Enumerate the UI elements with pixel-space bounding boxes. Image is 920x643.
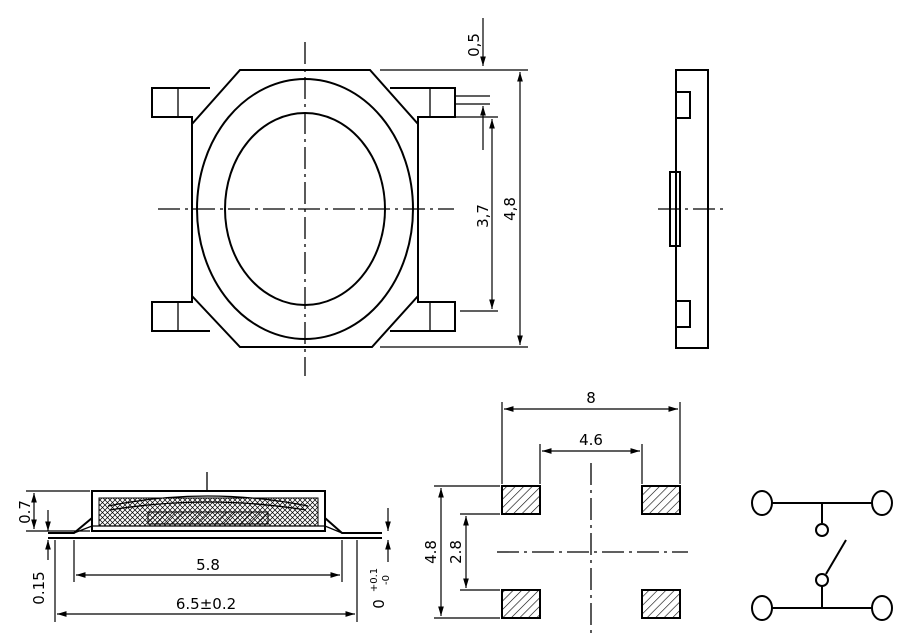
terminal-top-left (751, 490, 773, 516)
side-pin-top (675, 91, 691, 119)
dim-pin-offset: 0,5 (465, 18, 486, 150)
terminal-bottom-left (751, 595, 773, 621)
dim-pin-offset-label: 0,5 (465, 33, 483, 57)
dim-tolerance: 0 +0.1 -0 (369, 508, 392, 609)
pad-bottom-right (641, 589, 681, 619)
pad-top-right (641, 485, 681, 515)
switch-lever (825, 539, 847, 575)
pin-top-right (390, 87, 490, 124)
dim-inner-width: 5.8 (73, 540, 343, 582)
dim-tolerance-base: 0 (370, 599, 388, 609)
dim-cap-height-label: 0.7 (16, 500, 34, 524)
dim-inner-span-label: 3,7 (474, 204, 492, 228)
dim-height-label: 4,8 (501, 197, 519, 221)
dim-inner-span: 3,7 (420, 116, 498, 312)
switch-schematic (751, 490, 893, 621)
dim-inner-height-label: 2.8 (447, 540, 465, 564)
contact-top (815, 523, 829, 537)
footprint-view: 8 4.6 4.8 2.8 (422, 389, 688, 638)
pad-top-left (501, 485, 541, 515)
side-view (658, 69, 726, 349)
pin-top-left (151, 87, 210, 124)
pad-bottom-left (501, 589, 541, 619)
switch-body (191, 69, 419, 348)
dim-inner-width-footprint-label: 4.6 (579, 431, 603, 449)
dim-inner-width-label: 5.8 (196, 556, 220, 574)
dim-tolerance-lower: -0 (381, 575, 392, 585)
dim-base-thickness-label: 0.15 (30, 571, 48, 604)
section-view: 0.7 0.15 5.8 6.5±0.2 0 +0.1 -0 (16, 472, 392, 622)
terminal-bottom-right (871, 595, 893, 621)
dim-cap-height: 0.7 (16, 490, 90, 532)
dim-outer-height: 4.8 (422, 485, 500, 619)
dim-inner-width-footprint: 4.6 (539, 431, 643, 484)
terminal-top-right (871, 490, 893, 516)
side-pin-bottom (675, 300, 691, 328)
dim-outer-width: 8 (501, 389, 681, 484)
top-view: 4,8 3,7 0,5 (151, 18, 528, 376)
dim-overall-width: 6.5±0.2 (54, 540, 358, 622)
pin-bottom-right (390, 296, 456, 332)
dim-overall-width-label: 6.5±0.2 (176, 595, 236, 613)
dim-base-thickness: 0.15 (30, 510, 51, 605)
dim-tolerance-upper: +0.1 (369, 568, 380, 592)
dim-outer-width-label: 8 (586, 389, 596, 407)
pin-bottom-left (151, 296, 210, 332)
contact-bottom (815, 573, 829, 587)
dim-inner-height: 2.8 (447, 513, 500, 591)
dim-height: 4,8 (380, 69, 528, 348)
dim-outer-height-label: 4.8 (422, 540, 440, 564)
